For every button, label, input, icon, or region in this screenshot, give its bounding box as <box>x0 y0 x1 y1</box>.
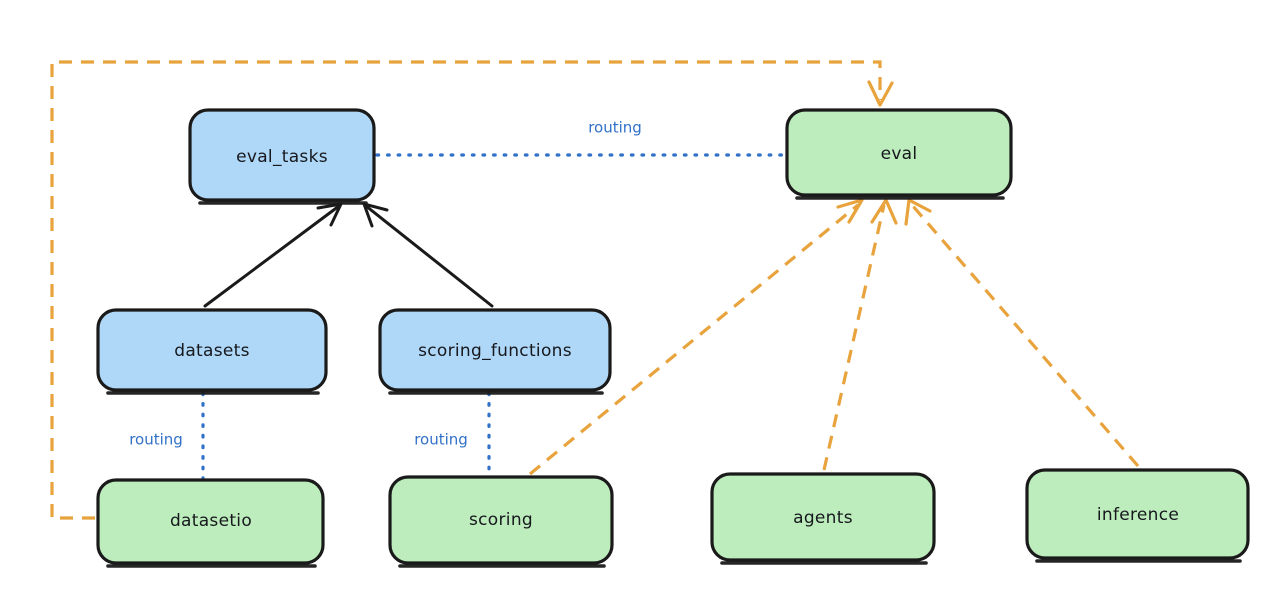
routing-label-datasets: routing <box>129 431 183 449</box>
node-scoring-functions-label: scoring_functions <box>418 341 572 361</box>
routing-label-eval-tasks: routing <box>588 119 642 137</box>
node-datasetio-label: datasetio <box>170 511 252 531</box>
node-eval-shape <box>785 108 1013 197</box>
node-inference-shape <box>1025 468 1250 560</box>
edge-scoring-functions-to-eval-tasks <box>364 204 494 308</box>
node-agents-label: agents <box>793 508 853 528</box>
node-eval-tasks-label: eval_tasks <box>236 147 328 167</box>
node-datasets-shape <box>96 308 328 392</box>
node-inference-label: inference <box>1097 505 1179 525</box>
routing-label-scoring-functions: routing <box>414 431 468 449</box>
node-scoring[interactable]: scoring <box>388 475 614 568</box>
arrowhead-datasetio-to-eval <box>867 80 894 107</box>
node-datasets-label: datasets <box>174 341 250 361</box>
node-agents[interactable]: agents <box>710 472 936 565</box>
node-datasetio-shape <box>96 478 325 565</box>
node-eval-label: eval <box>881 144 918 164</box>
node-datasets[interactable]: datasets <box>96 308 328 395</box>
arrowhead-inference-to-eval <box>904 198 932 226</box>
arrowhead-scoring-to-eval <box>836 198 864 224</box>
arrowhead-agents-to-eval <box>870 198 898 225</box>
node-scoring-shape <box>388 475 614 565</box>
edge-scoring-to-eval <box>528 203 860 476</box>
edge-datasets-to-eval-tasks <box>203 204 341 308</box>
edge-agents-to-eval <box>822 204 886 471</box>
node-agents-shape <box>710 472 936 562</box>
node-eval[interactable]: eval <box>785 108 1013 200</box>
edge-datasetio-to-eval <box>50 60 882 520</box>
node-eval-tasks[interactable]: eval_tasks <box>188 108 376 205</box>
node-scoring-label: scoring <box>469 510 533 530</box>
node-scoring-functions[interactable]: scoring_functions <box>378 308 612 395</box>
node-inference[interactable]: inference <box>1025 468 1250 563</box>
node-datasetio[interactable]: datasetio <box>96 478 325 568</box>
node-scoring-functions-shape <box>378 308 612 392</box>
node-eval-tasks-shape <box>188 108 376 202</box>
edge-inference-to-eval <box>910 203 1140 468</box>
